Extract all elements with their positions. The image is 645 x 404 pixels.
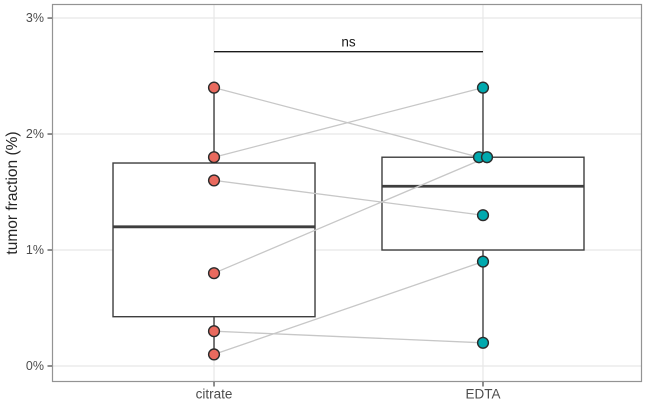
data-point-citrate — [207, 81, 221, 94]
data-point-citrate — [207, 267, 221, 280]
box-EDTA — [381, 156, 585, 251]
data-point-EDTA — [476, 209, 490, 222]
data-point-citrate — [207, 325, 221, 338]
pair-line — [213, 179, 484, 216]
x-tick-label-citrate: citrate — [196, 387, 233, 402]
pair-lines-layer — [213, 86, 488, 356]
data-point-EDTA — [476, 81, 490, 94]
data-point-EDTA — [476, 255, 490, 268]
data-point-citrate — [207, 348, 221, 361]
pair-line — [213, 330, 484, 344]
significance-label: ns — [341, 35, 356, 50]
y-axis-title: tumor fraction (%) — [4, 131, 21, 254]
data-point-EDTA — [476, 336, 490, 349]
data-point-citrate — [207, 151, 221, 164]
y-tick-label: 1% — [26, 243, 44, 257]
y-tick-label: 3% — [26, 11, 44, 25]
panel-border — [51, 3, 643, 383]
pair-line — [213, 260, 484, 356]
pair-line — [213, 156, 488, 274]
axes-layer: tumor fraction (%) 0% 1% 2% 3% citrate EDTA — [4, 3, 643, 402]
data-point-EDTA — [480, 151, 494, 164]
y-tick-label: 2% — [26, 127, 44, 141]
x-tick-label-EDTA: EDTA — [465, 387, 500, 402]
data-point-citrate — [207, 174, 221, 187]
pair-line — [213, 86, 484, 158]
y-tick-label: 0% — [26, 359, 44, 373]
annotation-layer: ns — [214, 35, 483, 53]
points-layer — [207, 81, 494, 361]
